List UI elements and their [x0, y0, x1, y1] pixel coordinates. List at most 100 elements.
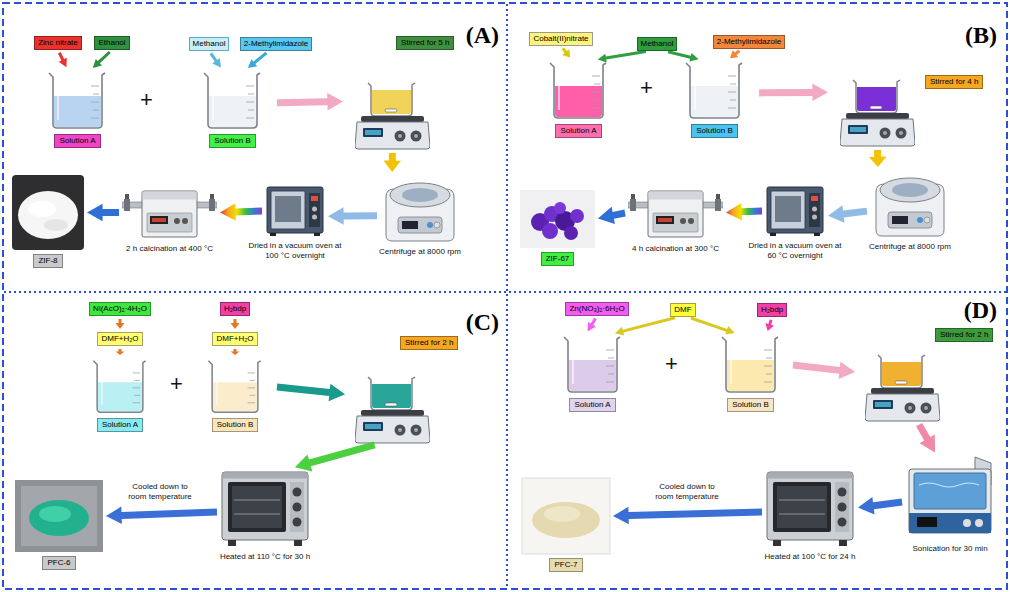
flow-arrow [328, 207, 377, 225]
flow-arrow [828, 205, 867, 222]
reagent-box: Ni(AcO)₂·4H₂O [89, 302, 151, 316]
plus-sign: + [665, 352, 678, 376]
beaker-drawing [550, 63, 606, 118]
step-caption: Dried in a vacuum oven at 100 °C overnig… [243, 241, 347, 261]
magnetic-stirrer: Stirred for 2 h [865, 300, 940, 422]
magnetic-stirrer: Stirred for 2 h [355, 322, 430, 444]
step-caption: Centrifuge at 8000 rpm [379, 247, 461, 257]
flow-arrow [858, 497, 903, 514]
name-tag: ZIF-67 [541, 252, 575, 266]
name-tag: PFC-7 [549, 558, 582, 572]
beaker-drawing [564, 337, 620, 392]
reagent-name: 2-Methylimidazole [717, 37, 781, 46]
flow-arrow [295, 441, 376, 471]
flow-arrow [668, 50, 699, 61]
powder-photo [15, 480, 103, 552]
flow-arrow [759, 84, 828, 102]
reagent-name: Methanol [193, 39, 226, 48]
name-tag: Solution B [209, 134, 255, 148]
name-tag: ZIF-8 [33, 254, 62, 268]
reagent-name: Cobalt(II)nitrate [533, 34, 588, 43]
oven-drawing [222, 472, 308, 546]
flow-arrow [210, 53, 222, 68]
magnetic-stirrer: Stirred for 4 h [840, 25, 915, 147]
step-caption: 4 h calcination at 300 °C [632, 244, 719, 254]
reagent-box: Cobalt(II)nitrate [529, 32, 592, 46]
panel-letter: (B) [965, 21, 997, 49]
tube-furnace-drawing [122, 191, 217, 237]
reagent-box: DMF+H₂O [97, 332, 142, 346]
reagent-box: 2-Methylimidazole [713, 35, 785, 49]
ultrasonic-bath: Sonication for 30 min [905, 455, 995, 540]
reagent-name: 2-Methylimidazole [244, 39, 308, 48]
name-tag: Stirred for 2 h [935, 328, 993, 342]
beaker: Solution A [560, 334, 625, 394]
vacuum-oven-drawing [267, 187, 323, 236]
tube-furnace: 2 h calcination at 400 °C [122, 185, 217, 240]
beaker: Solution B [203, 358, 267, 414]
name-tag: Solution B [691, 124, 737, 138]
flow-arrow [277, 384, 346, 402]
panel: (B) Cobalt(II)nitrateMethanol 2-Methylimid… [507, 5, 1005, 292]
vacuum-oven: Dried in a vacuum oven at 100 °C overnig… [265, 185, 325, 237]
oven: Heated at 110 °C for 30 h [220, 468, 310, 548]
reagent-name: Zinc nitrate [38, 38, 78, 47]
flow-arrow [690, 317, 734, 335]
name-tag: Solution A [555, 124, 601, 138]
name-tag: Solution B [727, 398, 773, 412]
beaker: Solution A [88, 358, 152, 414]
product-photo: ZIF-67 [520, 190, 595, 248]
reagent-box: Methanol [189, 37, 230, 51]
name-tag: Stirred for 4 h [925, 75, 983, 89]
flow-arrow [106, 507, 217, 524]
centrifuge: Centrifuge at 8000 rpm [380, 175, 460, 243]
oven-drawing [767, 472, 853, 546]
flow-arrow [93, 51, 111, 68]
centrifuge: Centrifuge at 8000 rpm [870, 170, 950, 238]
reagent-name: H₂bdp [224, 304, 246, 313]
beaker-drawing [686, 63, 742, 118]
stirrer-drawing [355, 83, 430, 149]
plus-sign: + [640, 76, 653, 100]
plus-sign: + [170, 372, 183, 396]
flow-arrow [615, 316, 676, 335]
flow-arrow [869, 150, 887, 167]
powder-photo [12, 175, 84, 250]
step-caption: Dried in a vacuum oven at 60 °C overnigh… [743, 241, 847, 261]
flow-arrow [730, 50, 740, 59]
beaker: Solution A [546, 60, 611, 120]
tube-furnace-drawing [628, 191, 723, 237]
centrifuge-drawing [386, 183, 454, 241]
reagent-box: DMF [670, 303, 695, 317]
reagent-box: 2-Methylimidazole [240, 37, 312, 51]
step-caption: Heated at 110 °C for 30 h [220, 552, 310, 562]
reagent-box: Methanol [637, 37, 678, 51]
flow-arrow [231, 319, 240, 329]
name-tag: Solution A [97, 418, 143, 432]
beaker: Solution A [45, 70, 110, 130]
reagent-name: Methanol [641, 39, 674, 48]
powder-photo [522, 478, 610, 554]
note-text: Cooled down to room temperature [124, 482, 196, 502]
reagent-name: H₂bdp [761, 305, 783, 314]
note-text: Cooled down to room temperature [651, 482, 723, 502]
reagent-name: Ni(AcO)₂·4H₂O [93, 304, 147, 313]
step-caption: Heated at 100 °C for 24 h [765, 552, 856, 562]
beaker-drawing [208, 361, 260, 412]
beaker: Solution B [718, 334, 783, 394]
name-tag: PFC-6 [42, 556, 75, 570]
reagent-box: H₂bdp [220, 302, 250, 316]
name-tag: Solution A [569, 398, 615, 412]
flow-arrow [613, 507, 762, 525]
beaker: Solution B [682, 60, 747, 120]
panel-letter: (C) [466, 308, 499, 336]
flow-arrow [916, 423, 935, 453]
plus-sign: + [140, 88, 153, 112]
crystal-photo [520, 190, 595, 248]
flow-arrow [384, 153, 402, 172]
divider [506, 4, 508, 588]
flow-arrow [277, 93, 343, 111]
flow-arrow [765, 319, 774, 331]
stirrer-drawing [865, 355, 940, 421]
